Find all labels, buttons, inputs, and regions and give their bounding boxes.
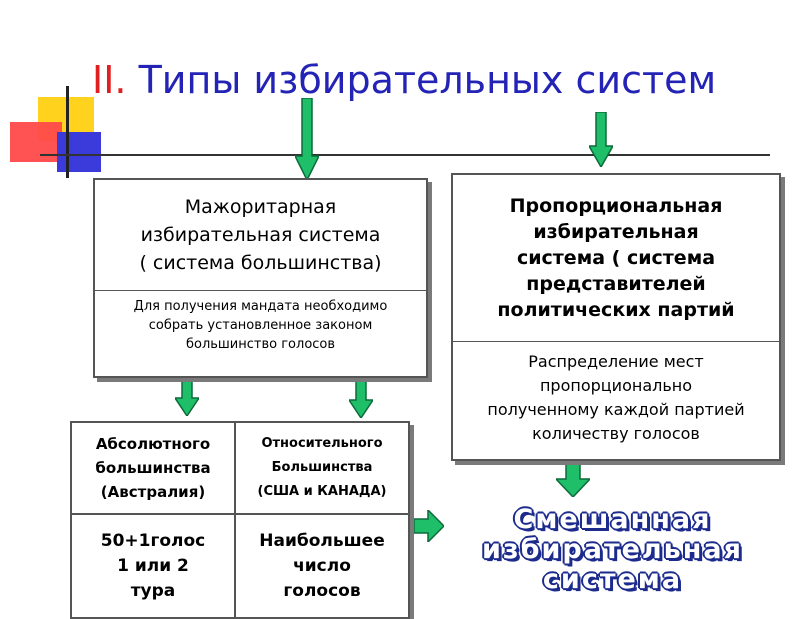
mixed-system-line: система <box>542 564 683 595</box>
cell-line: Относительного <box>261 436 383 451</box>
majoritarian-line: избирательная система <box>140 224 381 246</box>
mixed-system-line: избирательная <box>482 534 743 565</box>
cell-line: большинства <box>95 459 211 477</box>
arrow-down-icon <box>295 98 319 180</box>
absolute-majority-header: Абсолютного большинства (Австралия) <box>70 421 236 515</box>
proportional-line: представителей <box>526 273 706 295</box>
majoritarian-system-title: Мажоритарная избирательная система ( сис… <box>95 180 426 291</box>
majoritarian-system-description: Для получения мандата необходимо собрать… <box>95 291 426 354</box>
arrow-down-icon <box>349 378 373 418</box>
cell-line: (Австралия) <box>100 483 206 501</box>
cell-line: (США и КАНАДА) <box>257 484 387 499</box>
decor-red-square <box>10 122 62 162</box>
proportional-line: политических партий <box>497 299 735 321</box>
cell-line: 50+1голос <box>100 530 206 551</box>
majoritarian-description-line: Для получения мандата необходимо <box>133 299 388 314</box>
proportional-description-line: полученному каждой партией <box>487 400 745 419</box>
table-row: Абсолютного большинства (Австралия) Отно… <box>70 421 410 515</box>
proportional-line: избирательная <box>533 221 699 243</box>
relative-majority-header: Относительного Большинства (США и КАНАДА… <box>234 421 410 515</box>
proportional-description-line: количеству голосов <box>532 424 700 443</box>
majoritarian-line: Мажоритарная <box>184 196 337 218</box>
majoritarian-description-line: большинство голосов <box>185 337 336 352</box>
proportional-description-line: Распределение мест <box>528 352 704 371</box>
arrow-down-icon <box>556 463 590 497</box>
cell-line: тура <box>130 580 176 601</box>
title-roman-numeral: II. <box>92 58 127 102</box>
arrow-down-icon <box>175 378 199 416</box>
cell-line: Большинства <box>271 460 373 475</box>
proportional-system-title: Пропорциональная избирательная система (… <box>453 175 779 342</box>
cell-line: Абсолютного <box>95 435 211 453</box>
majoritarian-line: ( система большинства) <box>139 252 382 274</box>
majoritarian-description-line: собрать установленное законом <box>148 318 373 333</box>
title-text: Типы избирательных систем <box>138 58 717 102</box>
cell-line: Наибольшее <box>259 530 385 551</box>
absolute-majority-value: 50+1голос 1 или 2 тура <box>70 513 236 619</box>
mixed-system-line: Смешанная <box>513 504 712 535</box>
proportional-system-description: Распределение мест пропорционально получ… <box>453 342 779 446</box>
proportional-line: система ( система <box>516 247 716 269</box>
cell-line: голосов <box>283 580 361 601</box>
arrow-right-icon <box>414 510 444 542</box>
decor-horizontal-rule <box>40 154 770 156</box>
majoritarian-system-box: Мажоритарная избирательная система ( сис… <box>93 178 428 378</box>
page-title: II. Типы избирательных систем <box>92 58 716 102</box>
proportional-description-line: пропорционально <box>539 376 693 395</box>
decor-vertical-rule <box>66 86 69 178</box>
proportional-system-box: Пропорциональная избирательная система (… <box>451 173 781 461</box>
relative-majority-value: Наибольшее число голосов <box>234 513 410 619</box>
cell-line: число <box>293 555 351 576</box>
decor-blue-square <box>57 132 101 172</box>
majority-types-table: Абсолютного большинства (Австралия) Отно… <box>70 421 410 619</box>
mixed-system-heading: Смешанная избирательная система <box>440 505 785 595</box>
table-row: 50+1голос 1 или 2 тура Наибольшее число … <box>70 513 410 619</box>
cell-line: 1 или 2 <box>117 555 189 576</box>
proportional-line: Пропорциональная <box>509 195 723 217</box>
arrow-down-icon <box>589 112 613 167</box>
